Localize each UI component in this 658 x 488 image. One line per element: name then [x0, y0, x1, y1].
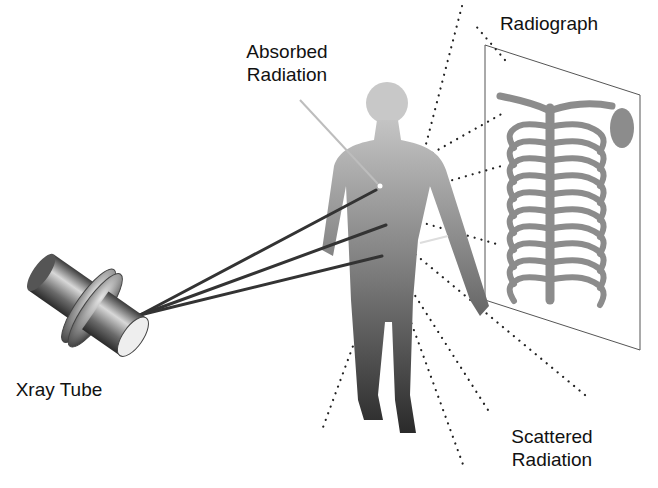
- beam: [140, 256, 382, 315]
- clavicle: [552, 104, 612, 110]
- label: Xray Tube: [3, 378, 115, 401]
- tube-window: [112, 312, 155, 361]
- clavicle: [500, 96, 548, 110]
- xray-beams: [140, 190, 386, 315]
- rib: [554, 277, 604, 305]
- ribcage-image: [500, 96, 634, 305]
- plate-outline: [485, 45, 640, 350]
- shoulder: [610, 108, 634, 148]
- body: [322, 120, 489, 433]
- scatter-lines: [322, 6, 585, 470]
- absorption-point: [378, 184, 383, 189]
- beam: [140, 190, 376, 315]
- label: Radiograph: [486, 12, 612, 35]
- beam: [140, 225, 386, 315]
- leader-line: [300, 100, 378, 184]
- rib: [510, 277, 546, 301]
- scatter-line: [425, 6, 462, 148]
- head: [366, 82, 408, 124]
- beam-exit: [420, 236, 448, 243]
- label: Scattered Radiation: [490, 425, 614, 471]
- human-figure: [322, 82, 489, 433]
- xray-tube: [9, 232, 166, 379]
- radiograph-plate: [485, 45, 640, 350]
- tube-back-cap: [22, 250, 60, 295]
- spine: [546, 108, 555, 300]
- scatter-line: [410, 250, 585, 395]
- label: Absorbed Radiation: [237, 40, 337, 86]
